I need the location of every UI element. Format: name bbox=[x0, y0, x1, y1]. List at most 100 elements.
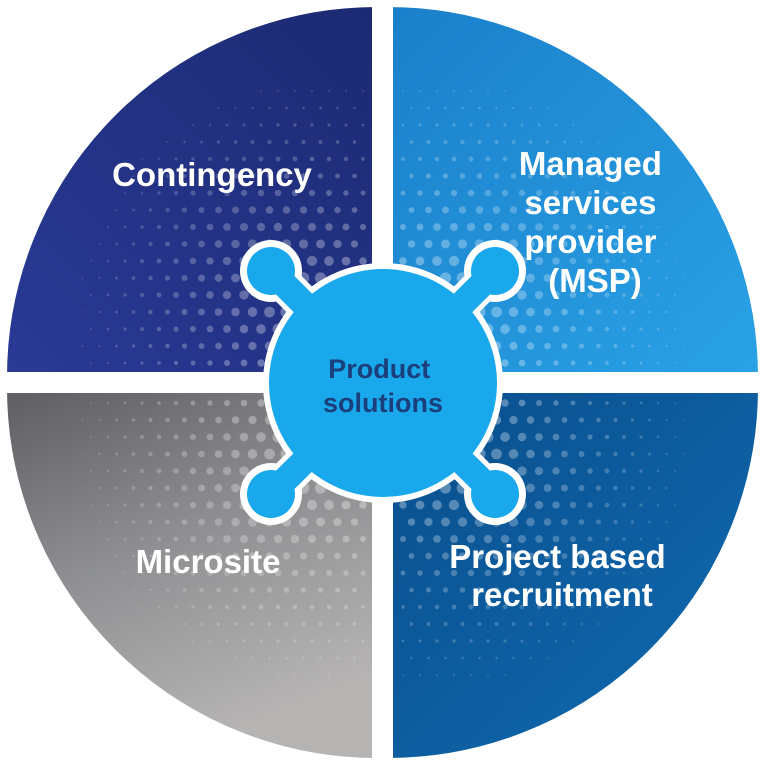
halftone-dot bbox=[198, 518, 205, 526]
halftone-dot bbox=[198, 553, 205, 559]
halftone-dot bbox=[536, 604, 542, 610]
halftone-dot bbox=[190, 190, 196, 196]
halftone-dot bbox=[257, 189, 265, 197]
halftone-dot bbox=[223, 325, 231, 333]
halftone-dot bbox=[595, 309, 602, 315]
halftone-dot bbox=[419, 674, 421, 676]
halftone-dot bbox=[596, 417, 601, 423]
halftone-dot bbox=[504, 674, 506, 676]
halftone-dot bbox=[604, 292, 610, 298]
halftone-dot bbox=[501, 399, 509, 407]
halftone-dot bbox=[622, 571, 626, 575]
halftone-dot bbox=[587, 360, 593, 366]
halftone-dot bbox=[165, 174, 170, 178]
halftone-dot bbox=[543, 308, 552, 316]
halftone-dot bbox=[476, 173, 483, 179]
halftone-dot bbox=[181, 553, 188, 559]
halftone-dot bbox=[433, 535, 441, 543]
halftone-dot bbox=[518, 569, 526, 577]
halftone-dot bbox=[208, 123, 212, 127]
halftone-dot bbox=[604, 434, 610, 440]
halftone-dot bbox=[98, 243, 101, 245]
halftone-dot bbox=[181, 309, 188, 315]
halftone-dot bbox=[562, 173, 567, 179]
halftone-dot bbox=[630, 310, 635, 314]
halftone-dot bbox=[98, 276, 101, 280]
halftone-dot bbox=[274, 189, 282, 197]
halftone-dot bbox=[132, 554, 135, 558]
halftone-dot bbox=[434, 156, 440, 162]
halftone-dot bbox=[578, 417, 585, 423]
halftone-dot bbox=[256, 432, 266, 442]
halftone-dot bbox=[157, 401, 161, 405]
halftone-dot bbox=[562, 587, 567, 593]
halftone-dot bbox=[631, 175, 634, 177]
halftone-dot bbox=[115, 418, 118, 422]
halftone-dot bbox=[587, 570, 593, 576]
halftone-dot bbox=[469, 123, 473, 127]
halftone-dot bbox=[222, 290, 232, 300]
halftone-dot bbox=[517, 222, 527, 232]
halftone-dot bbox=[232, 587, 239, 593]
halftone-dot bbox=[572, 124, 574, 126]
halftone-dot bbox=[191, 605, 195, 609]
halftone-dot bbox=[552, 501, 560, 509]
halftone-dot bbox=[361, 123, 365, 127]
halftone-dot bbox=[148, 519, 153, 525]
halftone-dot bbox=[189, 467, 197, 475]
halftone-dot bbox=[563, 622, 566, 626]
halftone-dot bbox=[206, 535, 214, 543]
halftone-dot bbox=[225, 123, 229, 127]
halftone-dot bbox=[622, 361, 626, 365]
halftone-dot bbox=[604, 536, 610, 542]
halftone-dot bbox=[554, 605, 558, 609]
halftone-dot bbox=[190, 536, 196, 542]
halftone-dot bbox=[359, 501, 367, 509]
halftone-dot bbox=[324, 256, 334, 266]
halftone-dot bbox=[630, 242, 635, 246]
halftone-dot bbox=[665, 310, 668, 314]
halftone-dot bbox=[622, 401, 626, 405]
halftone-dot bbox=[457, 517, 468, 527]
halftone-dot bbox=[361, 605, 365, 609]
halftone-dot bbox=[282, 206, 291, 214]
hub-nodes bbox=[247, 247, 519, 518]
halftone-dot bbox=[552, 467, 560, 475]
halftone-dot bbox=[141, 606, 143, 608]
halftone-dot bbox=[164, 309, 171, 315]
halftone-dot bbox=[605, 191, 609, 195]
halftone-dot bbox=[293, 123, 297, 127]
halftone-dot bbox=[510, 587, 517, 593]
halftone-dot bbox=[432, 256, 442, 266]
halftone-dot bbox=[140, 225, 144, 229]
halftone-dot bbox=[432, 500, 442, 510]
halftone-dot bbox=[402, 90, 404, 92]
halftone-dot bbox=[587, 400, 593, 406]
halftone-dot bbox=[631, 208, 634, 212]
halftone-dot bbox=[399, 223, 407, 231]
halftone-dot bbox=[512, 106, 515, 110]
halftone-dot bbox=[173, 190, 179, 196]
segment-label-line: recruitment bbox=[471, 576, 653, 613]
halftone-dot bbox=[325, 223, 333, 231]
halftone-dot bbox=[299, 206, 308, 214]
halftone-dot bbox=[173, 502, 179, 508]
halftone-dot bbox=[164, 275, 171, 281]
halftone-dot bbox=[239, 222, 249, 232]
halftone-dot bbox=[156, 326, 162, 332]
halftone-dot bbox=[106, 361, 110, 365]
halftone-dot bbox=[353, 656, 356, 660]
halftone-dot bbox=[605, 157, 609, 161]
halftone-dot bbox=[639, 503, 643, 507]
halftone-dot bbox=[148, 344, 153, 348]
halftone-dot bbox=[494, 621, 499, 627]
halftone-dot bbox=[418, 123, 422, 127]
halftone-dot bbox=[302, 656, 305, 660]
halftone-dot bbox=[561, 484, 568, 492]
halftone-dot bbox=[345, 90, 347, 92]
halftone-dot bbox=[240, 399, 248, 407]
halftone-dot bbox=[630, 486, 635, 490]
halftone-dot bbox=[123, 259, 127, 263]
halftone-dot bbox=[475, 552, 484, 560]
